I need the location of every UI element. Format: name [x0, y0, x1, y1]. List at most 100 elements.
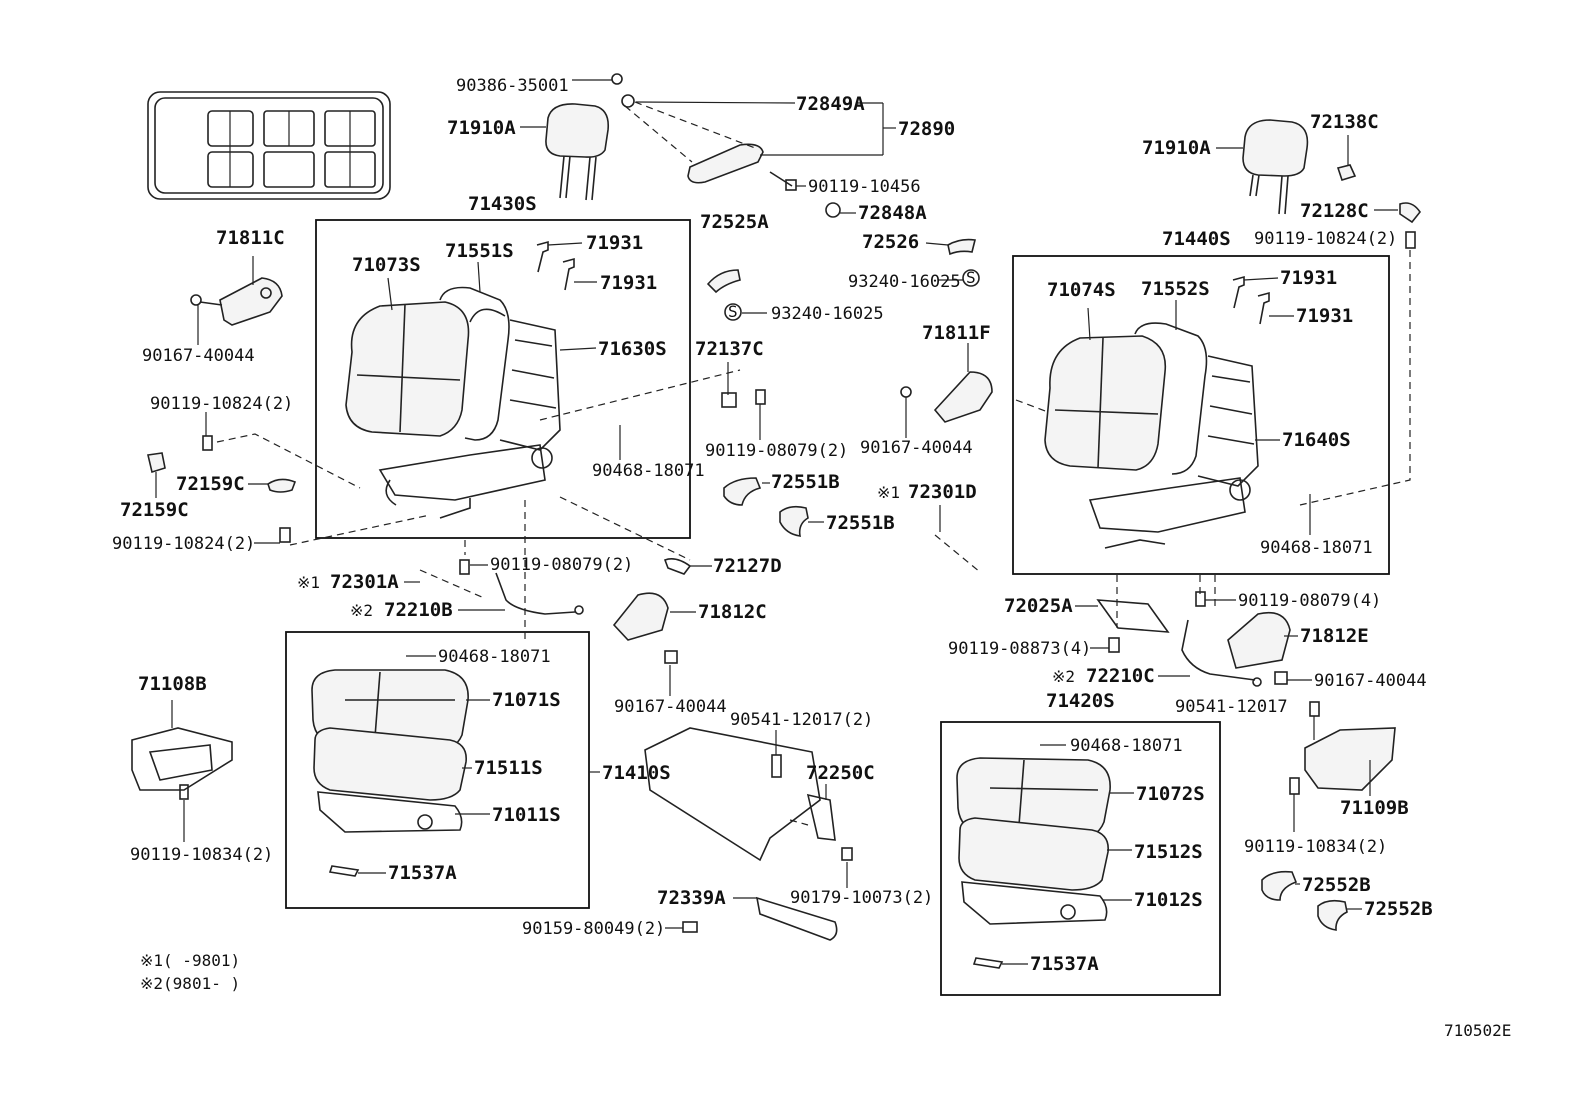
- s-mark-right: S: [966, 268, 976, 287]
- label-90119-08079-c: 90119-08079(4): [1238, 591, 1381, 611]
- label-71931-d: 71931: [1296, 305, 1353, 327]
- clip-72159c: [147, 452, 297, 493]
- label-72301d: 72301D: [908, 481, 977, 503]
- label-71071s: 71071S: [492, 689, 561, 711]
- label-71812c: 71812C: [698, 601, 767, 623]
- label-72159c-b: 72159C: [120, 499, 189, 521]
- headrest-left: [545, 103, 610, 201]
- label-71109b: 71109B: [1340, 797, 1409, 819]
- label-71551s: 71551S: [445, 240, 514, 262]
- covers-72551b: [723, 477, 809, 537]
- label-90119-10456: 90119-10456: [808, 177, 921, 197]
- label-72552b-a: 72552B: [1302, 874, 1371, 896]
- seat-back-assembly-box-right: [1012, 255, 1390, 575]
- label-90468-18071-c: 90468-18071: [1260, 538, 1373, 558]
- label-71537a-a: 71537A: [388, 862, 457, 884]
- label-90468-18071-b: 90468-18071: [438, 647, 551, 667]
- label-93240-16025-a: 93240-16025: [771, 304, 884, 324]
- label-90119-10834-b: 90119-10834(2): [1244, 837, 1387, 857]
- label-71072s: 71072S: [1136, 783, 1205, 805]
- label-90167-40044-d: 90167-40044: [1314, 671, 1427, 691]
- cable-72210b: [495, 558, 692, 615]
- seat-back-cover-right: [1044, 335, 1167, 471]
- label-72551b-a: 72551B: [771, 471, 840, 493]
- footnote-1: ※1( -9801): [140, 951, 240, 970]
- label-72210b: 72210B: [384, 599, 453, 621]
- seat-cushion-frame-right: [961, 881, 1108, 969]
- label-71931-b: 71931: [600, 272, 657, 294]
- label-72526: 72526: [862, 231, 919, 253]
- bracket-71811f: [900, 371, 993, 423]
- label-71420s: 71420S: [1046, 690, 1115, 712]
- label-72025a: 72025A: [1004, 595, 1073, 617]
- label-72128c: 72128C: [1300, 200, 1369, 222]
- label-90167-40044-b: 90167-40044: [614, 697, 727, 717]
- label-90119-10834-a: 90119-10834(2): [130, 845, 273, 865]
- seat-back-frame-left: [378, 319, 561, 519]
- label-71640s: 71640S: [1282, 429, 1351, 451]
- label-90119-08079-b: 90119-08079(2): [490, 555, 633, 575]
- label-90119-10824-a: 90119-10824(2): [150, 394, 293, 414]
- bolts-left: [202, 389, 766, 575]
- label-72551b-b: 72551B: [826, 512, 895, 534]
- label-90119-10824-b: 90119-10824(2): [112, 534, 255, 554]
- knob-72525a: [706, 269, 742, 321]
- label-90119-10824-c: 90119-10824(2): [1254, 229, 1397, 249]
- label-71108b: 71108B: [138, 673, 207, 695]
- label-72849a: 72849A: [796, 93, 865, 115]
- seat-back-pad-right: [1134, 322, 1208, 475]
- seat-cushion-assembly-box-left: [285, 631, 590, 909]
- label-72301a: 72301A: [330, 571, 399, 593]
- label-71074s: 71074S: [1047, 279, 1116, 301]
- label-72848a: 72848A: [858, 202, 927, 224]
- note-mark-1-a: ※1: [297, 573, 320, 592]
- knob-72526: [947, 238, 980, 287]
- rail-assembly-center: [644, 727, 853, 862]
- label-90167-40044-c: 90167-40044: [860, 438, 973, 458]
- cover-71812c: [612, 592, 678, 664]
- label-71011s: 71011S: [492, 804, 561, 826]
- seat-back-pad-left: [439, 286, 510, 441]
- plate-72025a: [1096, 591, 1206, 653]
- seat-cushion-frame-left: [317, 791, 463, 877]
- label-71073s: 71073S: [352, 254, 421, 276]
- label-72339a: 72339A: [657, 887, 726, 909]
- label-72250c: 72250C: [806, 762, 875, 784]
- seat-back-frame-right: [1088, 355, 1259, 549]
- cable-72301a: [419, 534, 981, 599]
- label-71811f: 71811F: [922, 322, 991, 344]
- label-71537a-b: 71537A: [1030, 953, 1099, 975]
- label-71552s: 71552S: [1141, 278, 1210, 300]
- cable-72210c: [1181, 619, 1262, 687]
- diagram-code: 710502E: [1444, 1021, 1511, 1040]
- label-72127d: 72127D: [713, 555, 782, 577]
- label-71410s: 71410S: [602, 762, 671, 784]
- label-72890: 72890: [898, 118, 955, 140]
- label-90541-12017-b: 90541-12017: [1175, 697, 1288, 717]
- seat-cushion-pad-right: [958, 817, 1109, 891]
- label-71012s: 71012S: [1134, 889, 1203, 911]
- seat-layout-locator: [147, 91, 391, 200]
- label-71910a-left: 71910A: [447, 117, 516, 139]
- frame-71109b: [1289, 701, 1396, 795]
- label-72159c-a: 72159C: [176, 473, 245, 495]
- label-90119-08079-a: 90119-08079(2): [705, 441, 848, 461]
- label-90541-12017-a: 90541-12017(2): [730, 710, 873, 730]
- label-90468-18071-d: 90468-18071: [1070, 736, 1183, 756]
- label-71512s: 71512S: [1134, 841, 1203, 863]
- headrest-guide-right: [1232, 275, 1270, 325]
- label-90179-10073: 90179-10073(2): [790, 888, 933, 908]
- seat-back-cover-left: [345, 301, 470, 437]
- bracket-71811c: [190, 277, 283, 326]
- note-mark-2-a: ※2: [350, 601, 373, 620]
- label-72137c: 72137C: [695, 338, 764, 360]
- covers-72552b: [1261, 870, 1348, 931]
- frame-71108b: [131, 727, 233, 800]
- label-72138c: 72138C: [1310, 111, 1379, 133]
- headrest-guide-left: [536, 240, 575, 291]
- label-71812e: 71812E: [1300, 625, 1369, 647]
- label-90468-18071-a: 90468-18071: [592, 461, 705, 481]
- label-71931-a: 71931: [586, 232, 643, 254]
- armrest: [611, 73, 841, 218]
- label-90159-80049: 90159-80049(2): [522, 919, 665, 939]
